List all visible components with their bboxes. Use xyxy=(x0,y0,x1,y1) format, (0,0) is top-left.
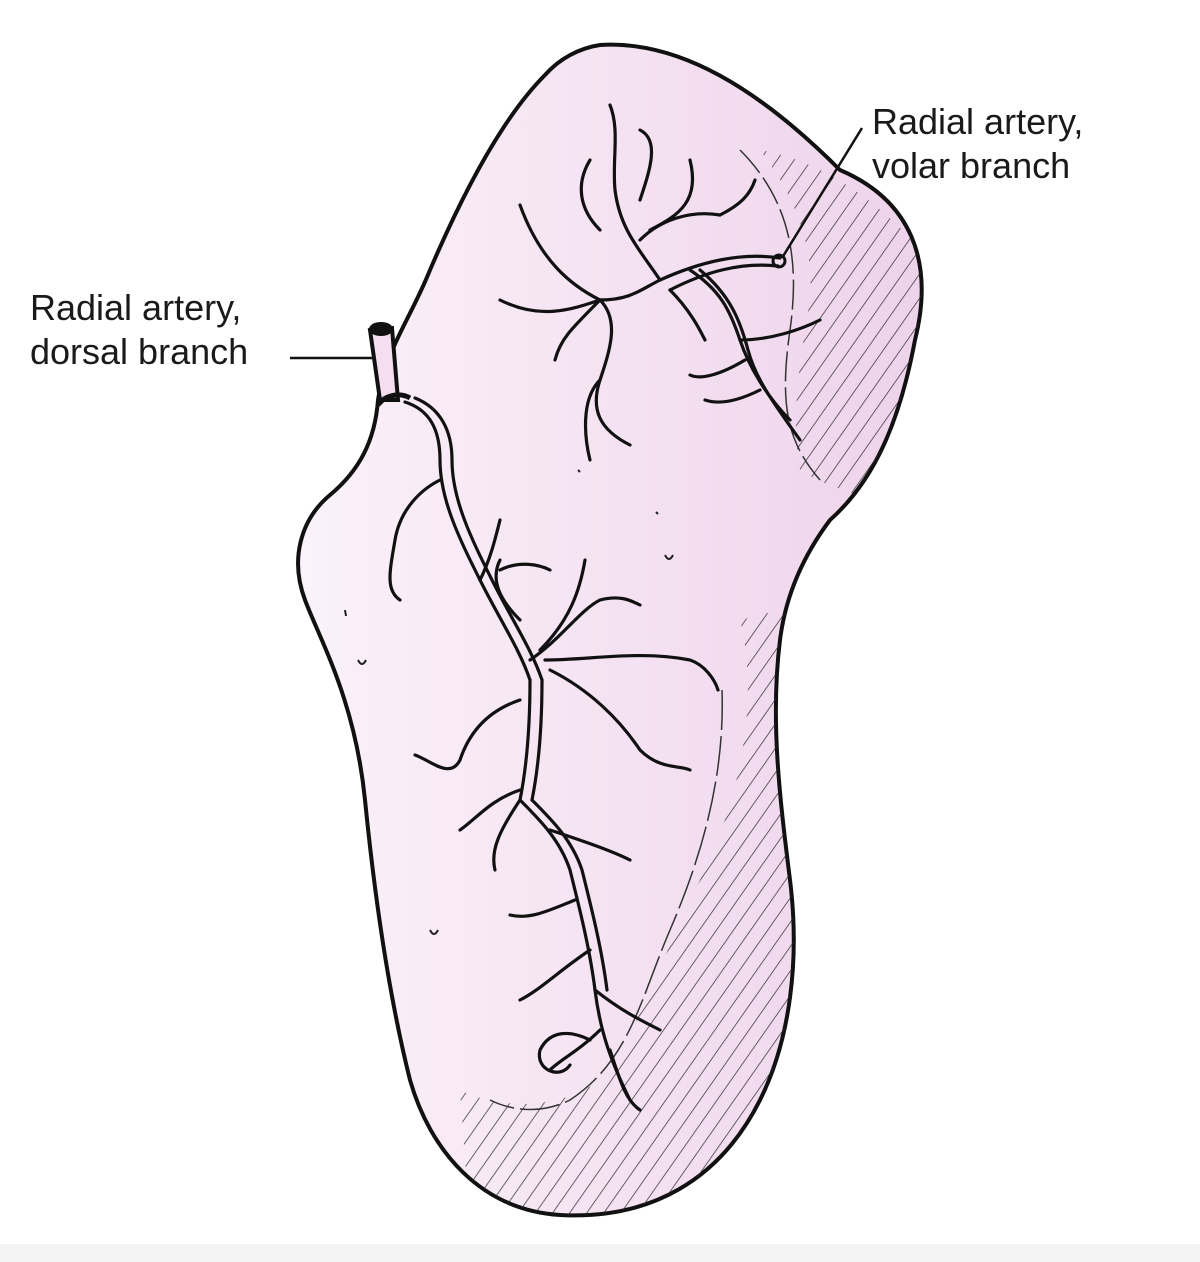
label-radial-artery-volar-branch: Radial artery, volar branch xyxy=(872,100,1083,188)
volar-vessel-network xyxy=(498,103,822,462)
label-dorsal-line1: Radial artery, xyxy=(30,287,242,328)
bottom-strip xyxy=(0,1244,1200,1262)
label-radial-artery-dorsal-branch: Radial artery, dorsal branch xyxy=(30,286,248,374)
label-dorsal-line2: dorsal branch xyxy=(30,331,249,372)
surface-marks xyxy=(344,469,674,935)
label-volar-line1: Radial artery, xyxy=(872,101,1084,142)
dorsal-vessel-network xyxy=(388,396,720,1112)
dorsal-branch-vessel xyxy=(367,322,412,407)
hatched-shading xyxy=(460,150,922,1216)
label-volar-line2: volar branch xyxy=(872,145,1071,186)
volar-leader-line xyxy=(780,127,864,259)
